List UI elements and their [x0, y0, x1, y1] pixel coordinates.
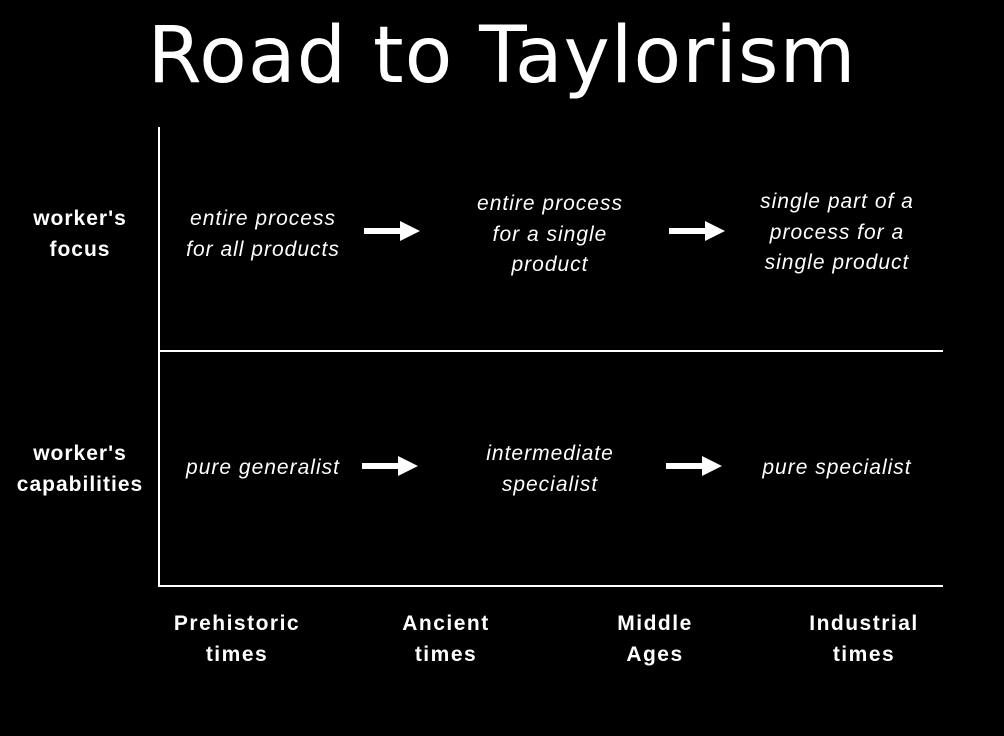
row-label-focus: worker's focus — [33, 207, 127, 261]
period-label-ancient: Ancient times — [402, 612, 490, 666]
focus-industrial-cell: single part of a process for a single pr… — [760, 190, 914, 274]
focus-ancient-cell: entire process for a single product — [477, 192, 623, 276]
right-arrow-icon — [669, 221, 725, 241]
capabilities-industrial-cell: pure specialist — [762, 456, 912, 479]
row-label-capabilities: worker's capabilities — [16, 442, 144, 496]
right-arrow-icon — [362, 456, 418, 476]
horizontal-axis-line — [158, 585, 943, 587]
period-label-middle-ages: Middle Ages — [617, 612, 693, 666]
capabilities-ancient-cell: intermediate specialist — [486, 442, 614, 496]
period-label-prehistoric: Prehistoric times — [173, 612, 301, 666]
row-divider-line — [158, 350, 943, 352]
period-label-industrial: Industrial times — [809, 612, 919, 666]
right-arrow-icon — [666, 456, 722, 476]
capabilities-prehistoric-cell: pure generalist — [186, 456, 340, 479]
focus-prehistoric-cell: entire process for all products — [186, 207, 340, 261]
vertical-axis-line — [158, 127, 160, 587]
page-title: Road to Taylorism — [147, 11, 857, 101]
right-arrow-icon — [364, 221, 420, 241]
